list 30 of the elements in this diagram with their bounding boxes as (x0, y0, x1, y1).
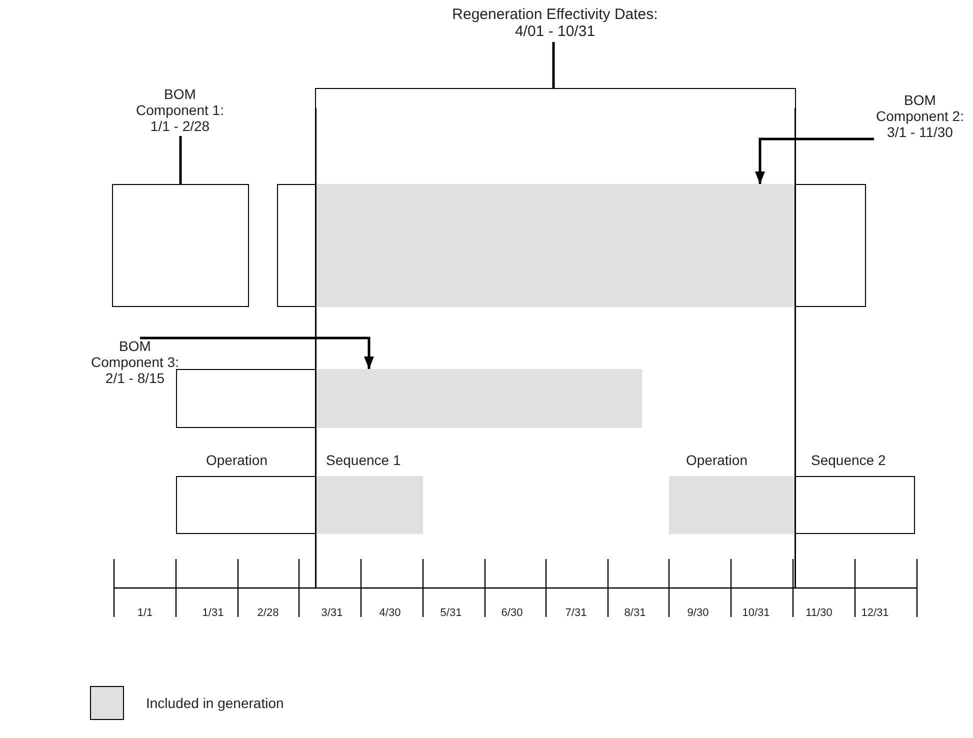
date-tick-label: 1/1 (137, 607, 153, 620)
effectivity-bracket (315, 88, 796, 108)
callout-text: BOM Component 3: 2/1 - 8/15 (89, 338, 181, 386)
date-tick-label: 10/31 (742, 607, 770, 620)
operation-label: Sequence 1 (326, 452, 401, 468)
leader-line (179, 136, 182, 184)
date-tick-label: 1/31 (202, 607, 224, 620)
date-tick-label: 8/31 (624, 607, 646, 620)
date-range-bar (277, 184, 866, 307)
operation-label: Sequence 2 (811, 452, 886, 468)
date-tick-label: 11/30 (806, 607, 832, 620)
date-tick-label: 4/30 (379, 607, 401, 620)
leader-line (552, 42, 555, 88)
arrow (755, 138, 874, 184)
date-tick-label: 12/31 (861, 607, 889, 620)
arrow (140, 336, 374, 369)
date-tick-label: 3/31 (321, 607, 343, 620)
date-tick-label: 2/28 (257, 607, 279, 620)
callout-text: BOM Component 2: 3/1 - 11/30 (874, 92, 966, 140)
date-tick-label: 5/31 (440, 607, 462, 620)
date-range-bar (112, 184, 249, 307)
callout-text: BOM Component 1: 1/1 - 2/28 (134, 86, 226, 134)
date-tick-label: 9/30 (687, 607, 709, 620)
date-range-bar (176, 369, 642, 428)
operation-label: Operation (206, 452, 268, 468)
date-tick-label: 6/30 (501, 607, 523, 620)
operation-label: Operation (686, 452, 748, 468)
legend-text: Included in generation (146, 694, 284, 713)
date-tick-label: 7/31 (565, 607, 587, 620)
callout-text: Regeneration Effectivity Dates: 4/01 - 10/31 (445, 6, 665, 40)
